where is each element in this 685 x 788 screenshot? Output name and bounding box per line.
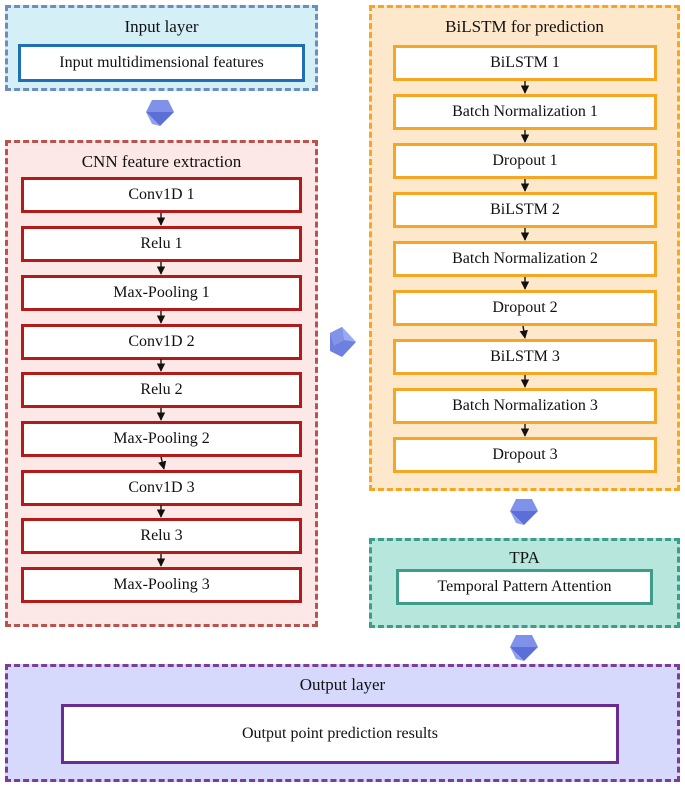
input-layer-group: Input layer Input multidimensional featu… — [5, 5, 318, 91]
output-layer-title: Output layer — [299, 675, 386, 694]
cnn-group-title: CNN feature extraction — [81, 152, 242, 171]
bilstm-block: Batch Normalization 3 — [393, 388, 657, 424]
cnn-block: Conv1D 1 — [21, 177, 302, 213]
cnn-block: Max-Pooling 3 — [21, 567, 302, 603]
input-features-box: Input multidimensional features — [18, 44, 305, 82]
bilstm-block: Batch Normalization 2 — [393, 241, 657, 277]
bilstm-block: Dropout 2 — [393, 290, 657, 326]
cnn-feature-extraction-group: CNN feature extraction Conv1D 1 Relu 1 M… — [5, 140, 318, 627]
tpa-group-title: TPA — [509, 548, 540, 567]
bilstm-block: Dropout 3 — [393, 437, 657, 473]
flow-arrow-right-icon — [330, 327, 356, 357]
bilstm-block: BiLSTM 3 — [393, 339, 657, 375]
flow-arrow-down-icon — [510, 635, 538, 661]
output-layer-group: Output layer Output point prediction res… — [5, 664, 680, 782]
bilstm-prediction-group: BiLSTM for prediction BiLSTM 1 Batch Nor… — [369, 5, 680, 491]
cnn-block: Relu 1 — [21, 226, 302, 262]
tpa-group: TPA Temporal Pattern Attention — [369, 538, 680, 628]
cnn-block: Max-Pooling 2 — [21, 421, 302, 457]
bilstm-block: BiLSTM 1 — [393, 45, 657, 81]
bilstm-block: Batch Normalization 1 — [393, 94, 657, 130]
bilstm-block: Dropout 1 — [393, 143, 657, 179]
cnn-block: Max-Pooling 1 — [21, 275, 302, 311]
bilstm-group-title: BiLSTM for prediction — [445, 17, 604, 36]
cnn-block: Relu 2 — [21, 372, 302, 408]
cnn-block: Conv1D 2 — [21, 324, 302, 360]
input-layer-title: Input layer — [124, 17, 199, 36]
bilstm-block: BiLSTM 2 — [393, 192, 657, 228]
temporal-pattern-attention-box: Temporal Pattern Attention — [396, 569, 653, 605]
cnn-block: Conv1D 3 — [21, 470, 302, 506]
cnn-block: Relu 3 — [21, 518, 302, 554]
flow-arrow-down-icon — [146, 100, 174, 126]
flow-arrow-down-icon — [510, 499, 538, 525]
output-prediction-box: Output point prediction results — [61, 704, 619, 764]
